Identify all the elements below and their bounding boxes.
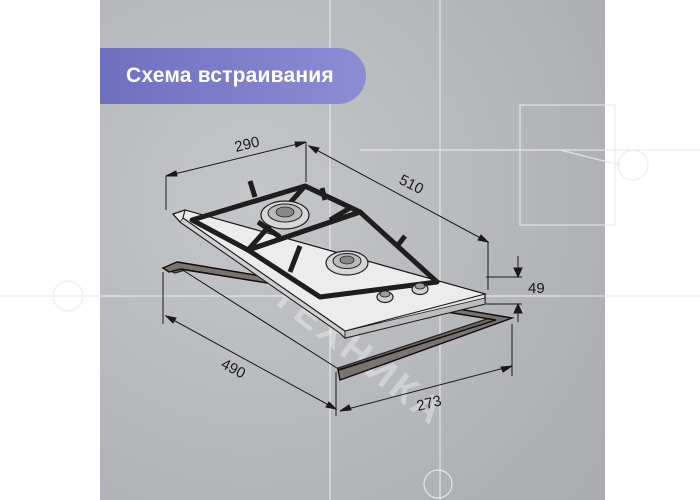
dim-label-hob-height: 49 [528,280,545,297]
title-banner: Схема встраивания [100,48,366,104]
control-knobs [376,282,429,304]
burner-small [325,250,369,276]
dim-label-hob-depth: 510 [396,171,426,198]
burner-large [260,200,310,230]
dim-label-hob-width: 290 [233,133,261,156]
dimension-lines [162,141,523,416]
page-title: Схема встраивания [126,64,334,87]
dim-label-cutout-width: 273 [415,392,443,415]
dim-label-cutout-depth: 490 [218,356,248,383]
